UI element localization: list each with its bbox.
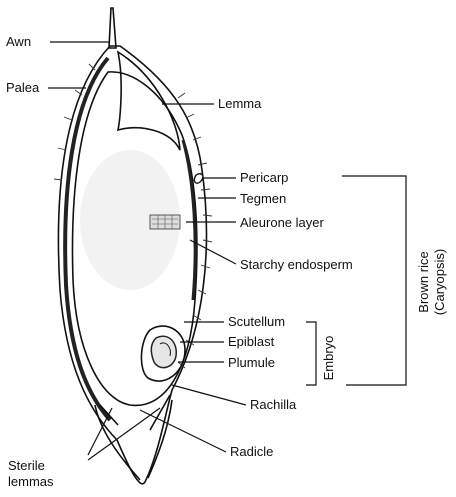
label-tegmen: Tegmen <box>240 191 286 206</box>
brown-rice-bracket <box>342 176 406 385</box>
label-plumule: Plumule <box>228 355 275 370</box>
label-awn: Awn <box>6 34 31 49</box>
label-sterile-2: lemmas <box>8 474 54 489</box>
pericarp-fold <box>194 174 203 183</box>
label-aleurone: Aleurone layer <box>240 215 324 230</box>
label-scutellum: Scutellum <box>228 314 285 329</box>
label-lemma: Lemma <box>218 96 262 111</box>
label-radicle: Radicle <box>230 444 273 459</box>
lemma-flap <box>118 52 180 150</box>
label-epiblast: Epiblast <box>228 334 275 349</box>
label-palea: Palea <box>6 80 40 95</box>
embryo-bracket <box>306 322 316 385</box>
awn <box>109 8 116 48</box>
label-brown-rice-1: Brown rice <box>416 251 431 312</box>
label-sterile-1: Sterile <box>8 458 45 473</box>
label-embryo: Embryo <box>321 336 336 381</box>
label-starchy: Starchy endosperm <box>240 257 353 272</box>
label-brown-rice-2: (Caryopsis) <box>432 249 447 315</box>
label-pericarp: Pericarp <box>240 170 288 185</box>
label-rachilla: Rachilla <box>250 397 297 412</box>
aleurone-band <box>183 140 195 300</box>
rachilla <box>100 395 170 430</box>
